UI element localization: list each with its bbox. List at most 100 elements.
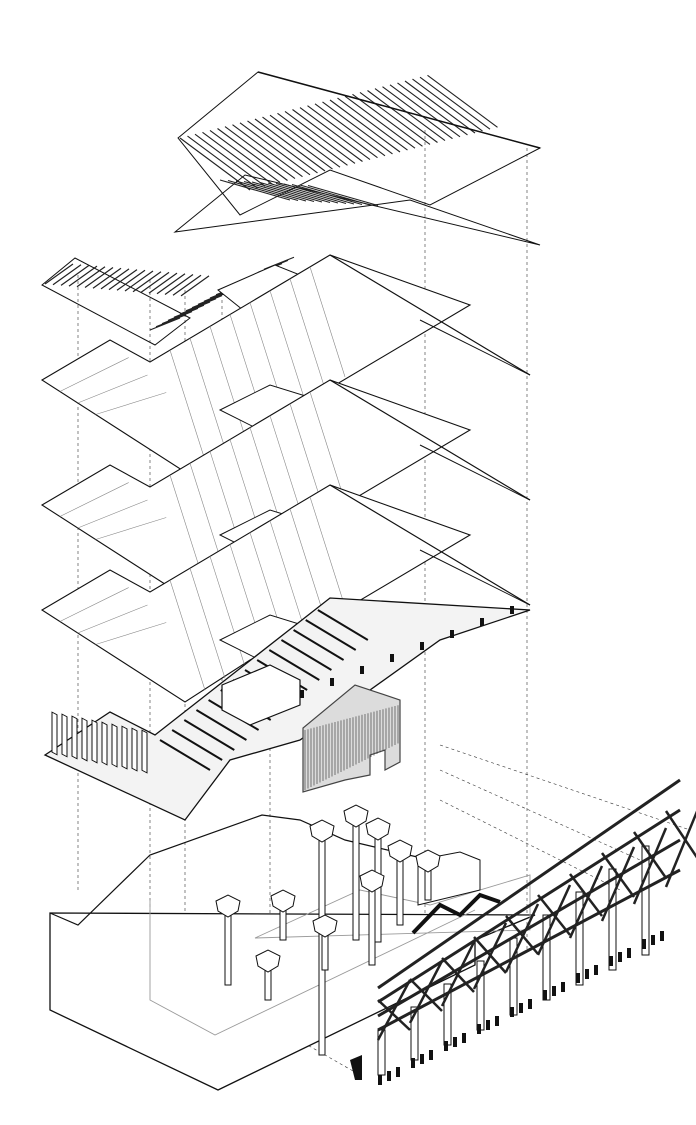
roof-edge [329, 379, 531, 501]
sheathing-rib [291, 183, 363, 206]
lattice-post [641, 845, 650, 956]
lattice-foot [660, 931, 664, 941]
joist [268, 649, 320, 681]
lattice-foot [420, 1054, 424, 1064]
lattice-corner-piece [350, 1055, 362, 1080]
roof-rib [132, 271, 162, 293]
roof-rib [202, 131, 273, 185]
lattice-foot [396, 1067, 400, 1077]
column-bracket [312, 914, 338, 938]
roof-rib [108, 269, 138, 291]
lattice-diagonal [537, 894, 571, 936]
roof-rib [359, 91, 431, 145]
lattice-diagonal [536, 884, 572, 956]
beam-end [420, 642, 424, 650]
lattice-foot [429, 1050, 433, 1060]
sheathing-rib [251, 181, 323, 203]
panel-joint [289, 278, 326, 389]
sheathing-rib [227, 179, 299, 202]
roof-rib [124, 270, 154, 292]
roof-rib [60, 264, 90, 286]
roof-rib [194, 133, 266, 187]
lattice-diagonal [600, 846, 636, 922]
roof-rib [172, 274, 202, 296]
sheathing-rib [299, 184, 371, 206]
joist [195, 709, 247, 741]
panel-joint [77, 604, 148, 634]
roof-rib [419, 76, 491, 130]
lattice-foot [411, 1058, 415, 1068]
joist [305, 619, 357, 651]
sheathing-rib [235, 180, 307, 202]
joist [183, 719, 235, 751]
concrete-base [49, 814, 536, 1091]
joist [293, 629, 345, 661]
panel-joint [269, 290, 306, 401]
roof-edge [419, 319, 531, 376]
joist [280, 639, 332, 671]
lattice-foot [594, 965, 598, 975]
roof-rib [404, 80, 476, 134]
panel-joint [189, 568, 226, 679]
roof-wing-outline [41, 257, 191, 346]
beam-end [300, 690, 304, 698]
roof-rib [352, 93, 423, 147]
roof-rib [167, 307, 199, 321]
lattice-post [575, 891, 584, 986]
sheathing-rib [219, 179, 291, 201]
roof-rib [367, 90, 438, 143]
lattice-foot [576, 973, 580, 983]
stair-stringer [411, 892, 501, 935]
timber-floor-structure [43, 597, 531, 821]
base-outline [49, 912, 536, 1091]
roof-rib [148, 272, 178, 294]
column-bracket [270, 889, 296, 913]
lattice-diagonal [632, 831, 668, 879]
roof-rib [173, 304, 205, 318]
panel-joint [269, 520, 306, 631]
lattice-foot [477, 1024, 481, 1034]
roof-rib [337, 97, 408, 151]
panel-joint [309, 266, 346, 377]
panel-joint [95, 392, 167, 415]
roof-rib [156, 273, 186, 295]
sheathing-rib [275, 182, 347, 205]
roof-rib [92, 267, 122, 289]
panel-joint [95, 622, 167, 645]
lattice-diagonal [377, 999, 411, 1031]
roof-rib [239, 122, 311, 176]
roof-rib [374, 88, 446, 142]
sheathing-rib [243, 180, 315, 203]
plate-outline [40, 484, 472, 703]
sheathing-rib [307, 184, 379, 207]
lattice-diagonal [473, 936, 507, 974]
sheathing-rib [267, 182, 339, 204]
roof-rib [322, 101, 393, 155]
roof-rib [277, 112, 348, 166]
panel-joint [95, 517, 167, 540]
roof-rib [307, 105, 378, 159]
roof-rib [76, 266, 106, 288]
joist [121, 725, 128, 770]
panel-joint [77, 499, 148, 529]
beam-end [390, 654, 394, 662]
lattice-foot [462, 1033, 466, 1043]
columns-with-brackets [215, 804, 501, 1056]
beam-end [480, 618, 484, 626]
roof-rib [247, 120, 318, 174]
lattice-post [542, 914, 551, 1001]
joist [91, 719, 98, 764]
roof-edge [329, 484, 531, 606]
roof-rib [164, 274, 194, 295]
beam-end [360, 666, 364, 674]
joist [101, 721, 108, 766]
roof-rib [179, 301, 211, 315]
ceiling-panel-level-3 [40, 254, 531, 473]
column-bracket [255, 949, 281, 973]
beam-end [450, 630, 454, 638]
column-bracket [365, 817, 391, 841]
base-inner-edge [149, 900, 476, 1036]
panel-joint [59, 357, 129, 392]
lattice-diagonal [441, 957, 475, 993]
